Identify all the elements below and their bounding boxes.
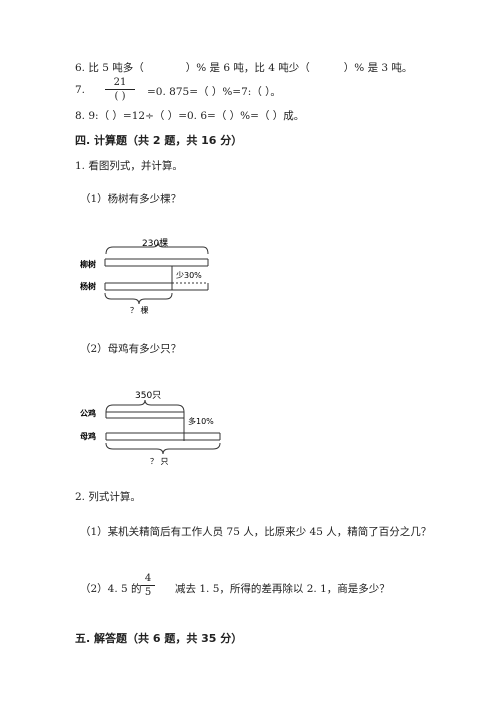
fraction-bar: [141, 585, 155, 586]
q4-2-sub2-a: （2）4. 5 的: [80, 583, 142, 595]
question-6: 6. 比 5 吨多（ ）% 是 6 吨，比 4 吨少（ ）% 是 3 吨。: [75, 60, 412, 75]
diagram1-row1-label: 柳树: [80, 259, 96, 269]
diagram1-row2-label: 杨树: [80, 281, 96, 291]
q4-2-fraction-denominator: 5: [144, 587, 152, 598]
diagram1-unknown-label: ？ 棵: [130, 305, 149, 315]
diagram2-unknown-label: ？ 只: [150, 457, 169, 466]
diagram2-row1-label: 公鸡: [80, 408, 96, 418]
section-4-title: 四. 计算题（共 2 题，共 16 分）: [75, 134, 243, 147]
q6-part1: 6. 比 5 吨多（: [75, 62, 144, 74]
line-diagram-2: 350只 公鸡 多10% 母鸡 ？ 只: [80, 391, 221, 466]
q4-2-fraction-numerator: 4: [144, 573, 152, 584]
diagram2-total-label: 350只: [135, 391, 161, 401]
line-diagram-1: 230棵 柳树 少30% 杨树 ？ 棵: [80, 237, 209, 315]
q6-part2: ）% 是 6 吨，比 4 吨少（: [185, 62, 310, 74]
q4-2-title: 2. 列式计算。: [75, 491, 141, 503]
fraction-bar: [105, 89, 135, 90]
q7-rest: =0. 875=（ ）%=7:（ ）。: [147, 86, 281, 98]
q4-1-title: 1. 看图列式，并计算。: [75, 160, 183, 172]
q7-fraction-denominator: ( ): [114, 91, 126, 102]
q4-2-fraction: 4 5: [141, 573, 155, 598]
q4-1-sub2: （2）母鸡有多少只？: [80, 343, 182, 355]
q4-2-sub1: （1）某机关精简后有工作人员 75 人，比原来少 45 人，精简了百分之几？: [80, 526, 432, 538]
question-7-number: 7.: [75, 84, 86, 96]
q7-fraction: 21 ( ): [105, 77, 135, 102]
diagram1-diff-label: 少30%: [176, 271, 202, 280]
q4-1-sub1: （1）杨树有多少棵？: [80, 193, 182, 205]
diagram2-diff-label: 多10%: [188, 416, 214, 426]
q4-2-sub2-b: 减去 1. 5，所得的差再除以 2. 1，商是多少？: [175, 583, 390, 595]
q7-fraction-numerator: 21: [113, 77, 127, 88]
diagram2-row2-label: 母鸡: [80, 431, 96, 441]
section-5-title: 五. 解答题（共 6 题，共 35 分）: [75, 632, 243, 645]
diagram1-total-label: 230棵: [142, 237, 168, 249]
question-8: 8. 9:（ ）=12÷（ ）=0. 6=（ ）%=（ ）成。: [75, 110, 305, 122]
q6-part3: ）% 是 3 吨。: [343, 62, 413, 74]
